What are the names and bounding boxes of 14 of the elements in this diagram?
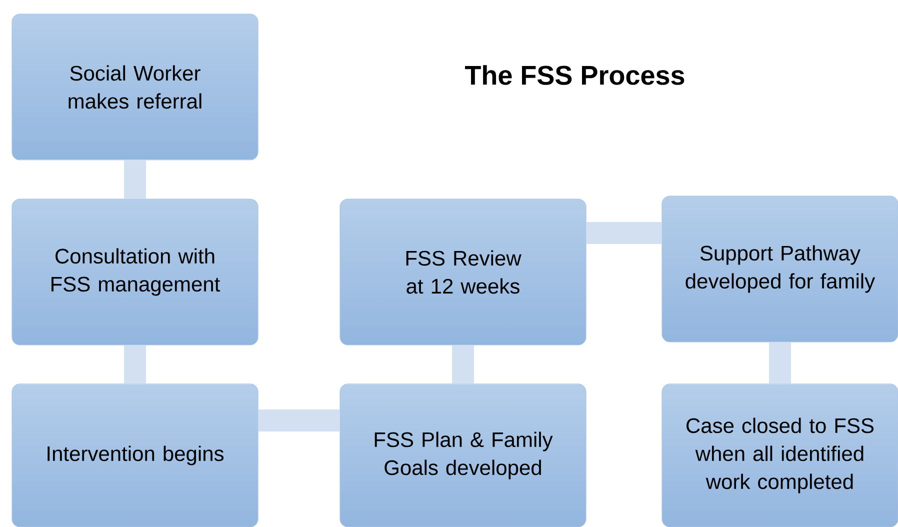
title: The FSS Process — [465, 65, 684, 85]
connector-bar — [124, 160, 146, 199]
connector-bar — [452, 345, 474, 384]
process-box: FSS Plan & Family Goals developed — [340, 384, 586, 527]
connector-bar — [258, 409, 340, 432]
process-box: Case closed to FSS when all identified work completed — [662, 384, 898, 527]
connector-bar — [124, 345, 146, 384]
process-box: Intervention begins — [12, 384, 258, 527]
process-box: Consultation with FSS management — [12, 198, 258, 346]
process-box: Social Worker makes referral — [12, 14, 258, 160]
connector-bar — [586, 222, 662, 244]
process-box: Support Pathway developed for family — [662, 196, 898, 342]
process-box: FSS Review at 12 weeks — [340, 198, 586, 346]
connector-bar — [769, 342, 791, 384]
